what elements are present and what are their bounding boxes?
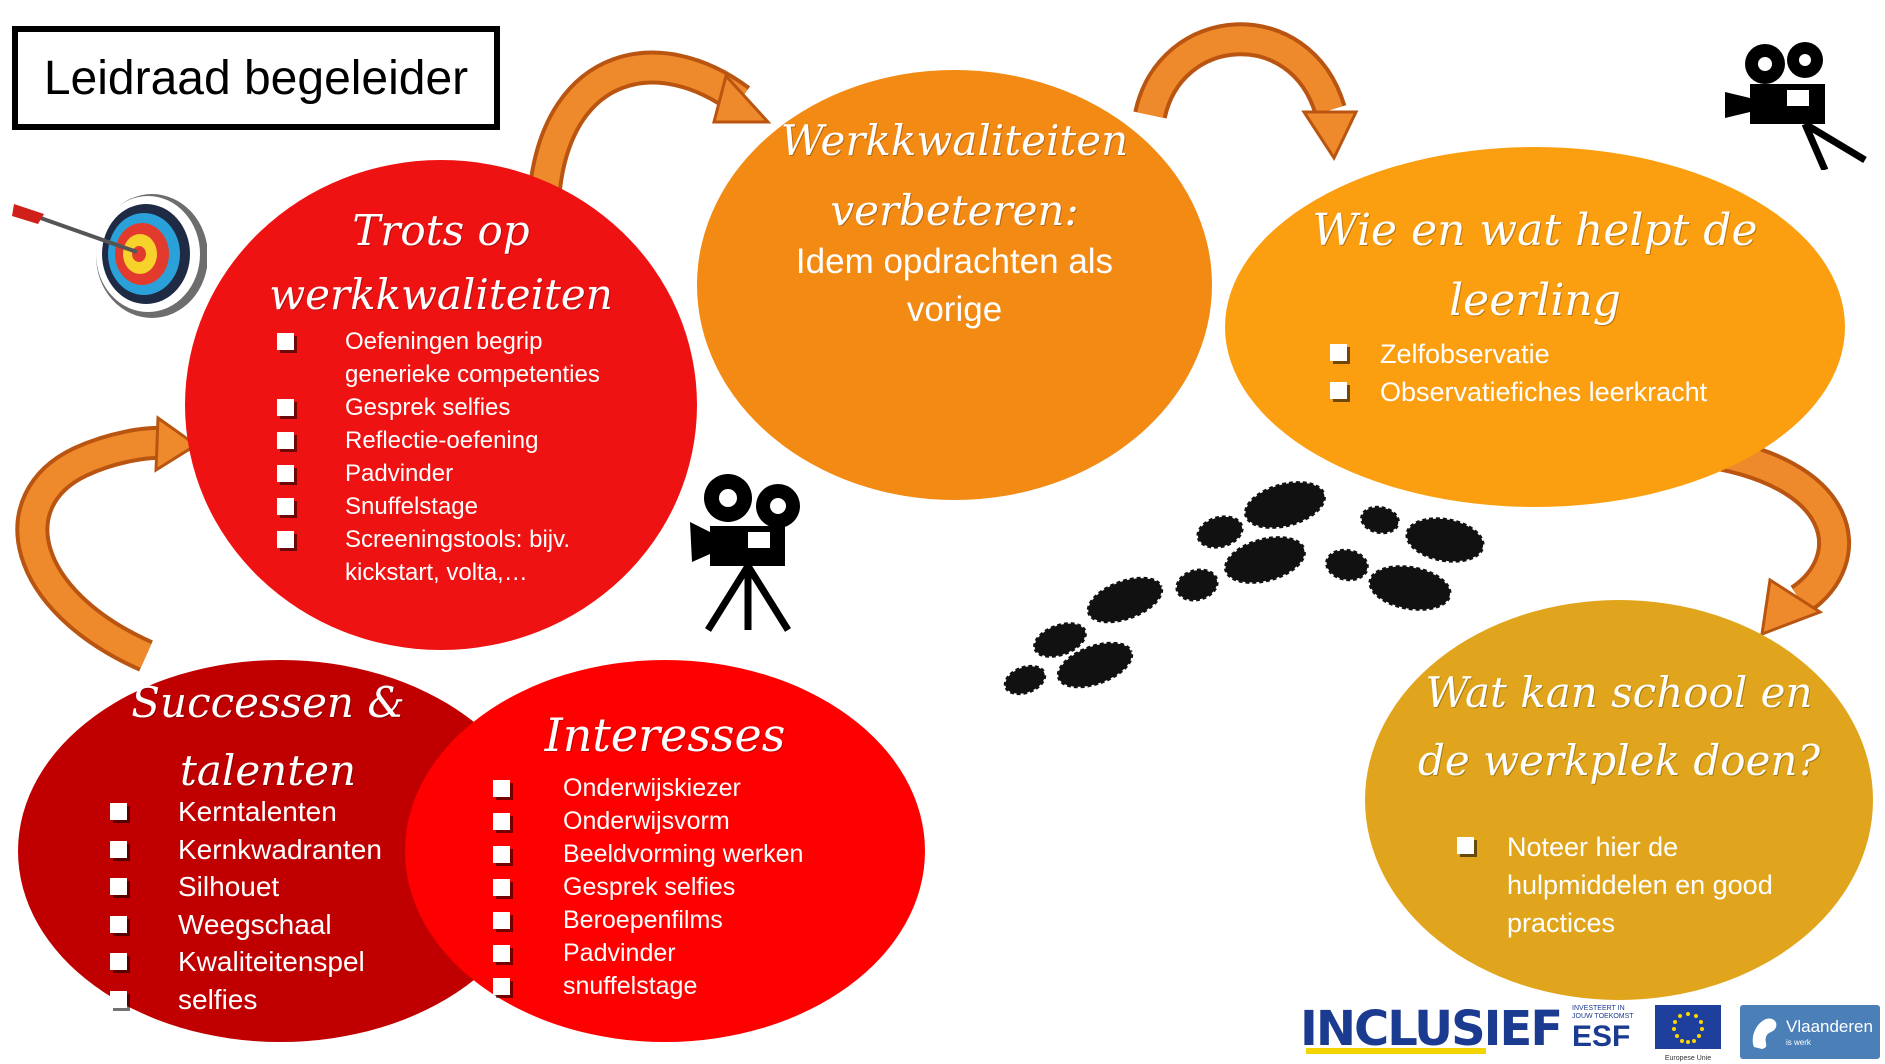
list-item: Oefeningen begrip generieke competenties [277,325,607,391]
node-list: Onderwijskiezer Onderwijsvorm Beeldvormi… [493,772,873,1003]
page-title: Leidraad begeleider [12,26,500,130]
node-wie-en-wat-helpt: Wie en wat helpt de leerling Zelfobserva… [1225,147,1845,507]
node-title: Wat kan school en [1425,668,1813,717]
checkbox-icon [493,846,510,863]
arrow-successen-to-trots [15,415,199,672]
checkbox-icon [110,803,127,820]
checkbox-icon [110,990,127,1008]
list-item: Screeningstools: bijv. kickstart, volta,… [277,523,607,589]
checkbox-icon [277,465,294,482]
checkbox-icon [277,333,294,350]
checkbox-icon [493,879,510,896]
list-item: Silhouet [110,868,430,906]
node-body: vorige [906,290,1003,329]
checkbox-icon [1457,837,1474,854]
esf-logo: INVESTEERT IN JOUW TOEKOMST ESF [1572,1005,1634,1053]
node-title: talenten [179,746,357,795]
list-item: Snuffelstage [277,490,607,523]
checkbox-icon [110,953,127,970]
list-item: Gesprek selfies [493,871,873,904]
checkbox-icon [493,912,510,929]
node-title: Trots op [352,206,530,255]
inclusief-logo: INCLUSIEF [1300,1001,1563,1057]
lion-icon [1752,1018,1777,1049]
list-item: snuffelstage [493,970,873,1003]
checkbox-icon [493,945,510,962]
list-item: Onderwijsvorm [493,805,873,838]
checkbox-icon [110,840,127,858]
node-successen-en-talenten: Successen & talenten Kerntalenten Kernkw… [18,660,543,1042]
camera-icon [690,474,800,632]
arrow-wie-to-school [1692,433,1851,637]
node-list: Kerntalenten Kernkwadranten Silhouet Wee… [110,793,430,1018]
list-item: Kwaliteitenspel [110,943,430,981]
node-title: Successen & [131,678,405,727]
node-werkkwaliteiten-verbeteren: Werkkwaliteiten verbeteren: Idem opdrach… [697,70,1212,500]
checkbox-icon [1330,344,1347,361]
checkbox-icon [493,780,510,797]
logo-underline [1306,1048,1486,1054]
node-title: leerling [1449,275,1621,326]
list-item: Beeldvorming werken [493,838,873,871]
eu-logo: Europese Unie [1655,1005,1721,1062]
node-title: de werkplek doen? [1418,736,1820,785]
checkbox-icon [110,878,127,895]
list-item: Gesprek selfies [277,391,607,424]
checkbox-icon [277,432,294,449]
target-icon [12,194,207,318]
arrow-werkkwaliteiten-to-wie [1133,22,1359,162]
list-item: selfies [110,981,430,1019]
checkbox-icon [277,399,294,416]
vlaanderen-logo: Vlaanderen is werk [1740,1005,1880,1059]
footprints-icon [1002,479,1487,697]
node-body: Idem opdrachten als [795,242,1114,281]
checkbox-icon [493,813,510,830]
checkbox-icon [277,531,294,548]
list-item: Kerntalenten [110,793,430,831]
list-item: Padvinder [493,937,873,970]
node-title: verbeteren: [830,186,1079,235]
list-item: Observatiefiches leerkracht [1330,373,1810,411]
node-list: Oefeningen begrip generieke competenties… [277,325,607,589]
node-title: werkkwaliteiten [269,270,613,319]
node-list: Zelfobservatie Observatiefiches leerkrac… [1330,335,1810,411]
list-item: Onderwijskiezer [493,772,873,805]
node-title: Interesses [544,708,786,762]
list-item: Reflectie-oefening [277,424,607,457]
node-list: Noteer hier de hulpmiddelen en good prac… [1457,828,1777,942]
arrow-trots-to-werkkwaliteiten [528,50,772,191]
checkbox-icon [1330,382,1347,399]
list-item: Padvinder [277,457,607,490]
checkbox-icon [277,498,294,515]
camera-icon [1725,42,1867,170]
node-title: Werkkwaliteiten [780,116,1129,165]
list-item: Kernkwadranten [110,831,430,869]
checkbox-icon [110,915,127,933]
eu-flag-icon [1655,1005,1721,1049]
list-item: Zelfobservatie [1330,335,1810,373]
node-title: Wie en wat helpt de [1312,205,1758,256]
checkbox-icon [493,978,510,995]
node-wat-kan-school: Wat kan school en de werkplek doen? Note… [1365,600,1873,1000]
node-interesses: Interesses Onderwijskiezer Onderwijsvorm… [405,660,925,1042]
list-item: Noteer hier de hulpmiddelen en good prac… [1457,828,1777,942]
node-trots-op-werkkwaliteiten: Trots op werkkwaliteiten Oefeningen begr… [185,160,697,650]
list-item: Beroepenfilms [493,904,873,937]
list-item: Weegschaal [110,906,430,944]
